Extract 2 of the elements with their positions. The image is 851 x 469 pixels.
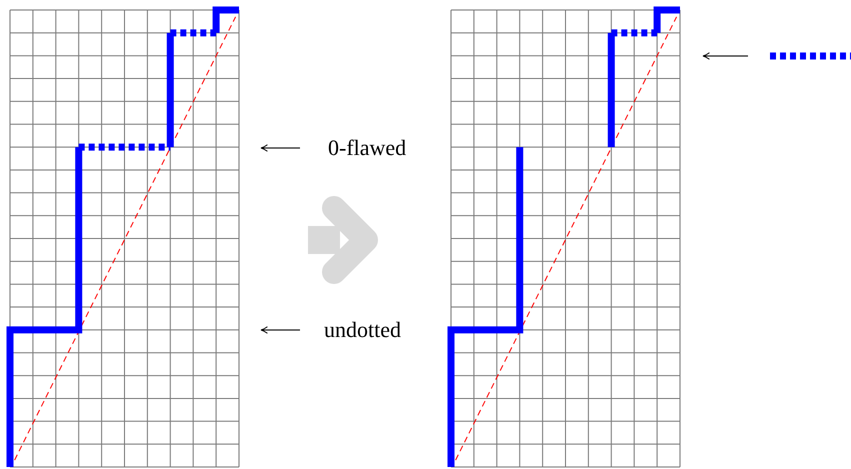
path-label: 0-flawed <box>328 135 406 160</box>
path-label: undotted <box>324 317 401 342</box>
